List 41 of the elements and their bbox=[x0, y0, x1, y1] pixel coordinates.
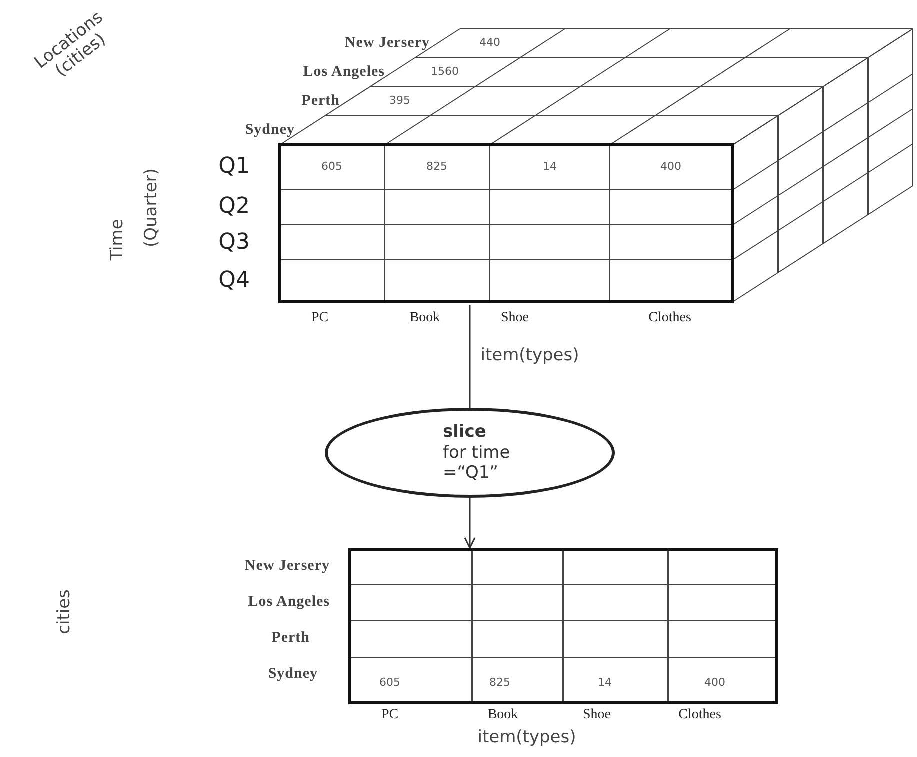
cell-value: 825 bbox=[426, 160, 448, 174]
cell-value: 14 bbox=[598, 676, 612, 690]
column-label: Book bbox=[410, 310, 440, 326]
column-label: Shoe bbox=[501, 310, 529, 326]
column-label: PC bbox=[311, 310, 329, 326]
axis-title: item(types) bbox=[480, 346, 580, 366]
column-label: Shoe bbox=[583, 707, 611, 723]
cell-value: 1560 bbox=[431, 66, 459, 78]
cell-value: 395 bbox=[390, 94, 410, 108]
column-label: Clothes bbox=[648, 310, 692, 326]
cell-value: 440 bbox=[480, 36, 500, 50]
table-grid bbox=[348, 548, 779, 705]
axis-title: item(types) bbox=[478, 728, 576, 748]
row-label: Los Angeles bbox=[303, 64, 385, 80]
row-label: Perth bbox=[302, 92, 340, 110]
cell-value: 825 bbox=[490, 676, 510, 690]
axis-title: (Quarter) bbox=[142, 168, 162, 248]
row-label: Perth bbox=[272, 630, 310, 646]
row-label: Los Angeles bbox=[248, 594, 330, 610]
row-label: Q1 bbox=[218, 154, 250, 180]
cell-value: 605 bbox=[322, 160, 342, 174]
axis-title: Time bbox=[108, 219, 128, 261]
column-label: PC bbox=[381, 707, 399, 723]
axis-title: cities bbox=[56, 590, 74, 634]
connector-line bbox=[469, 305, 471, 408]
cell-value: 400 bbox=[660, 160, 682, 174]
column-label: Clothes bbox=[678, 707, 722, 723]
row-label: Q2 bbox=[218, 194, 250, 220]
operation-condition: for time =“Q1” bbox=[443, 442, 512, 484]
cell-value: 605 bbox=[380, 676, 400, 690]
operation-title: slice bbox=[443, 422, 488, 443]
row-label: Q4 bbox=[218, 268, 250, 294]
column-label: Book bbox=[488, 707, 518, 723]
row-label: Q3 bbox=[218, 230, 250, 256]
cell-value: 14 bbox=[543, 160, 557, 174]
row-label: Sydney bbox=[245, 122, 295, 138]
arrow bbox=[464, 498, 476, 549]
row-label: Sydney bbox=[268, 666, 318, 682]
row-label: New Jersery bbox=[344, 34, 430, 52]
cell-value: 400 bbox=[704, 676, 726, 690]
row-label: New Jersery bbox=[244, 558, 330, 574]
